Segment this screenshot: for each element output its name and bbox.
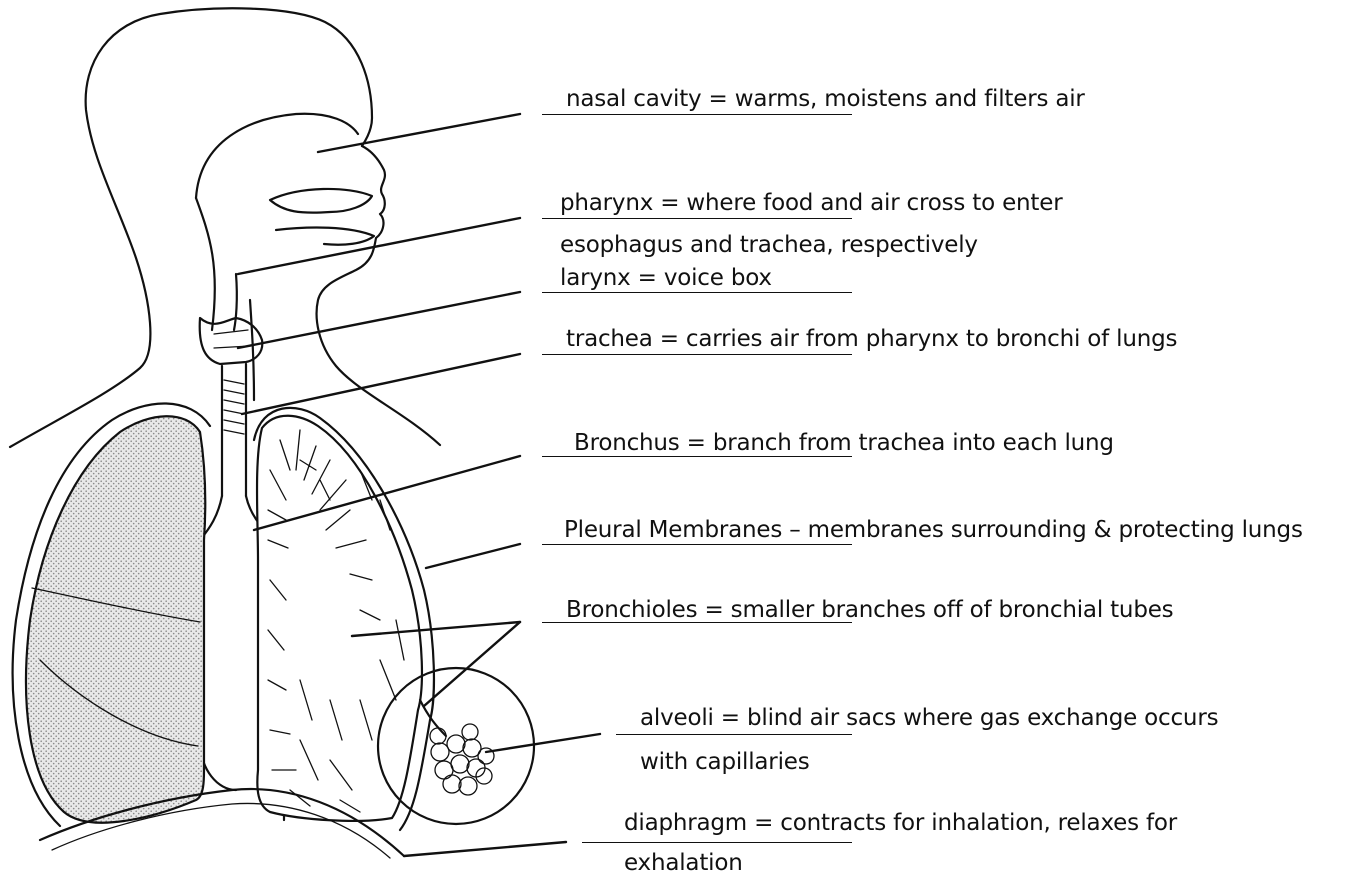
label-pleural-membranes: Pleural Membranes – membranes surroundin… [564,516,1303,544]
underline-trachea [542,354,852,355]
label-bronchus: Bronchus = branch from trachea into each… [574,429,1114,457]
nasal-cavity-shape [270,189,372,213]
leader-diaphragm [404,842,566,856]
underline-alveoli [616,734,852,735]
larynx-detail [214,330,250,348]
right-lung [257,416,422,821]
left-lung [26,416,205,822]
label-alveoli-line2: with capillaries [640,748,810,776]
back-of-neck [196,198,215,330]
head-inner-outline [196,114,358,198]
label-larynx: larynx = voice box [560,264,772,292]
label-trachea: trachea = carries air from pharynx to br… [566,325,1177,353]
face-profile [317,146,440,445]
label-alveoli-line1: alveoli = blind air sacs where gas excha… [640,704,1218,732]
leader-bronchioles-b [424,622,520,706]
underline-pharynx [542,218,852,219]
underline-diaphragm [582,842,852,843]
trachea-rings [224,380,244,434]
underline-nasal [542,114,852,115]
oral-cavity-shape [276,228,374,245]
leader-trachea [242,354,520,414]
label-bronchioles: Bronchioles = smaller branches off of br… [566,596,1173,624]
label-diaphragm-line1: diaphragm = contracts for inhalation, re… [624,809,1177,837]
leader-alveoli [486,734,600,752]
leader-nasal [318,114,520,152]
label-diaphragm-line2: exhalation [624,849,743,877]
pharynx-shape [234,274,237,330]
underline-larynx [542,292,852,293]
underline-pleural [542,544,852,545]
label-nasal-cavity: nasal cavity = warms, moistens and filte… [566,85,1085,113]
leader-pharynx [238,218,520,274]
leader-larynx [238,292,520,348]
label-pharynx-line1: pharynx = where food and air cross to en… [560,189,1062,217]
esophagus-line [250,300,254,400]
leader-pleural [426,544,520,568]
alveoli-cluster [430,724,494,795]
label-pharynx-line2: esophagus and trachea, respectively [560,231,978,259]
